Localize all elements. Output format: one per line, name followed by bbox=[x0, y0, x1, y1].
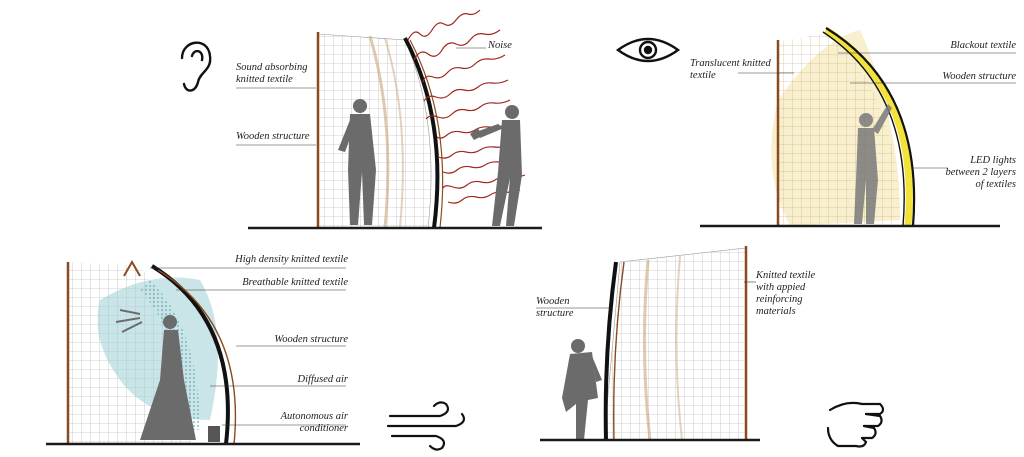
label-wooden-structure: Wooden structure bbox=[236, 131, 310, 142]
label-translucent-textile: Translucent knitted textile bbox=[690, 58, 771, 81]
label-wooden-structure: Wooden structure bbox=[274, 334, 348, 345]
woman-silhouette bbox=[115, 309, 196, 440]
person-silhouette bbox=[338, 99, 376, 225]
panel-light bbox=[615, 27, 1016, 228]
panel-air bbox=[46, 259, 466, 451]
mesh-panel bbox=[317, 33, 432, 229]
textile-folds bbox=[368, 35, 390, 229]
touch-shell bbox=[603, 261, 618, 441]
person-silhouette bbox=[854, 104, 892, 224]
label-wooden-structure: Wooden structure bbox=[942, 71, 1016, 82]
label-sound-textile: Sound absorbing knitted textile bbox=[236, 62, 308, 85]
label-led-lights: LED lights between 2 layers of textiles bbox=[945, 155, 1016, 190]
eye-icon bbox=[615, 37, 681, 63]
ear-icon bbox=[180, 41, 212, 92]
label-diffused-air: Diffused air bbox=[297, 374, 348, 385]
label-blackout-textile: Blackout textile bbox=[950, 40, 1016, 51]
label-air-conditioner: Autonomous air conditioner bbox=[280, 411, 348, 434]
air-conditioner-unit bbox=[208, 426, 220, 442]
label-wooden-structure: Wooden structure bbox=[536, 296, 574, 319]
label-breathable-textile: Breathable knitted textile bbox=[242, 277, 348, 288]
label-noise: Noise bbox=[488, 40, 512, 51]
panel-sound bbox=[180, 9, 542, 230]
label-knitted-reinforced: Knitted textile with appied reinforcing … bbox=[756, 270, 816, 317]
noise-waves bbox=[407, 9, 526, 204]
led-shell bbox=[824, 27, 913, 227]
person-silhouette bbox=[562, 339, 602, 440]
roof-frame bbox=[123, 259, 141, 277]
wind-icon bbox=[386, 401, 466, 451]
panel-touch bbox=[536, 246, 885, 448]
label-high-density-textile: High density knitted textile bbox=[235, 254, 348, 265]
hand-icon bbox=[826, 401, 885, 448]
musician-silhouette bbox=[470, 105, 522, 226]
mesh-panel bbox=[603, 247, 747, 441]
